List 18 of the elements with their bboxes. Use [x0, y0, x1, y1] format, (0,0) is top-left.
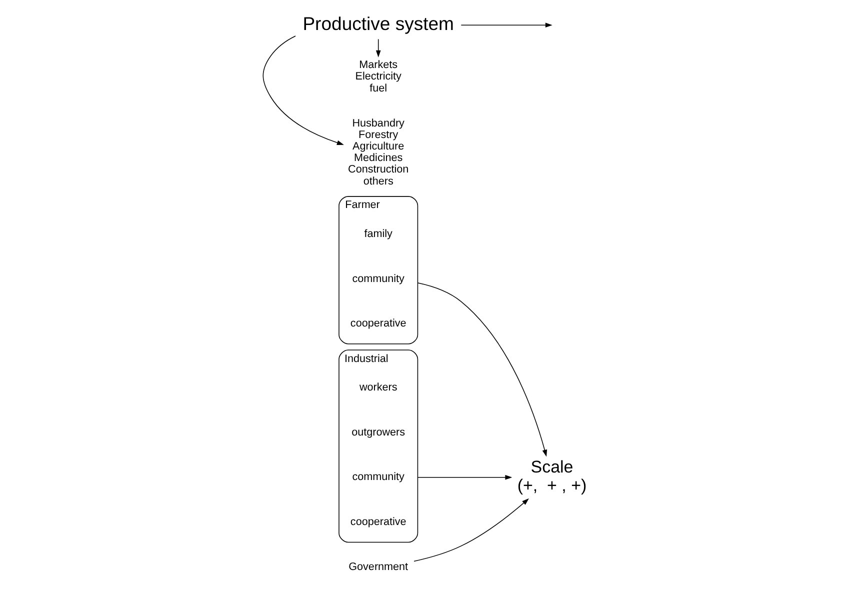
node-text: Markets Electricity fuel — [354, 59, 401, 94]
node-text: Husbandry Forestry Agriculture Medicines Construction others — [348, 117, 408, 188]
node-text: community — [352, 471, 404, 484]
node-text: cooperative — [350, 318, 406, 330]
node-text: Scale (+, + , +) — [516, 457, 586, 495]
node-text: family — [364, 228, 392, 240]
node-text: Government — [348, 560, 408, 573]
node-text: Productive system — [302, 12, 454, 34]
arrow — [460, 22, 552, 28]
node-text: cooperative — [350, 516, 406, 528]
node-text: community — [352, 272, 404, 285]
arrow — [262, 36, 344, 145]
node-text: workers — [358, 382, 397, 394]
arrow — [375, 38, 380, 58]
node-text: outgrowers — [351, 426, 405, 438]
arrow — [416, 282, 547, 457]
arrow — [416, 474, 512, 480]
arrow — [413, 498, 528, 562]
